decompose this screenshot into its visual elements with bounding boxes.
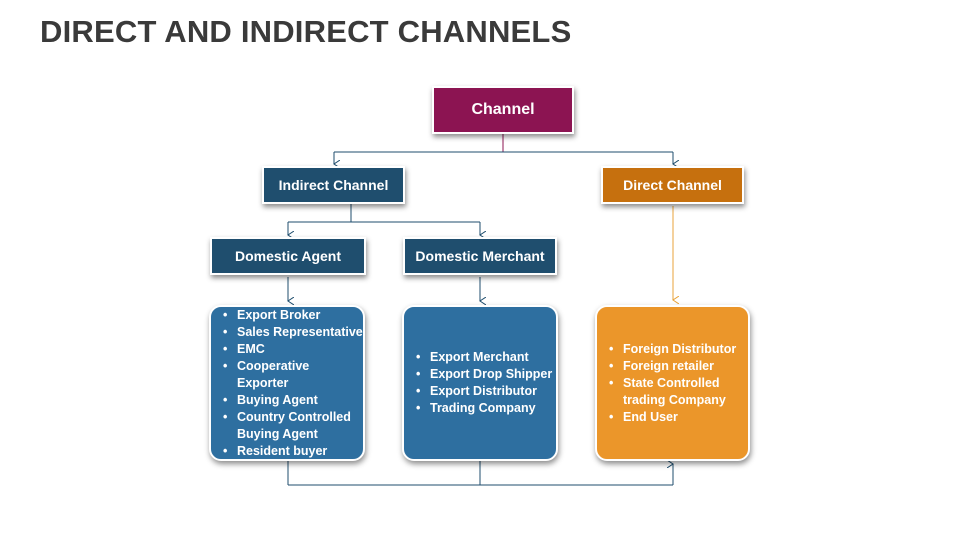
- list-item: Trading Company: [416, 400, 556, 417]
- list-item: Sales Representative: [223, 324, 363, 341]
- channel-node: Channel: [432, 86, 574, 134]
- list-item: Export Broker: [223, 307, 363, 324]
- domestic-merchant-list: Export Merchant Export Drop Shipper Expo…: [404, 349, 556, 417]
- domestic-merchant-node: Domestic Merchant: [403, 237, 557, 275]
- list-item: Buying Agent: [223, 392, 363, 409]
- direct-channel-list-box: Foreign Distributor Foreign retailer Sta…: [595, 305, 750, 461]
- page-title: DIRECT AND INDIRECT CHANNELS: [40, 14, 572, 49]
- list-item: Export Merchant: [416, 349, 556, 366]
- list-item: State Controlled trading Company: [609, 375, 748, 409]
- list-item: Country Controlled Buying Agent: [223, 409, 363, 443]
- domestic-agent-list-box: Export Broker Sales Representative EMC C…: [209, 305, 365, 461]
- direct-channel-node: Direct Channel: [601, 166, 744, 204]
- list-item: Export Drop Shipper: [416, 366, 556, 383]
- list-item: Cooperative Exporter: [223, 358, 363, 392]
- indirect-channel-node: Indirect Channel: [262, 166, 405, 204]
- list-item: End User: [609, 409, 748, 426]
- list-item: Foreign Distributor: [609, 341, 748, 358]
- domestic-agent-list: Export Broker Sales Representative EMC C…: [211, 307, 363, 460]
- domestic-merchant-list-box: Export Merchant Export Drop Shipper Expo…: [402, 305, 558, 461]
- list-item: EMC: [223, 341, 363, 358]
- list-item: Resident buyer: [223, 443, 363, 460]
- direct-channel-list: Foreign Distributor Foreign retailer Sta…: [597, 341, 748, 426]
- list-item: Export Distributor: [416, 383, 556, 400]
- list-item: Foreign retailer: [609, 358, 748, 375]
- domestic-agent-node: Domestic Agent: [210, 237, 366, 275]
